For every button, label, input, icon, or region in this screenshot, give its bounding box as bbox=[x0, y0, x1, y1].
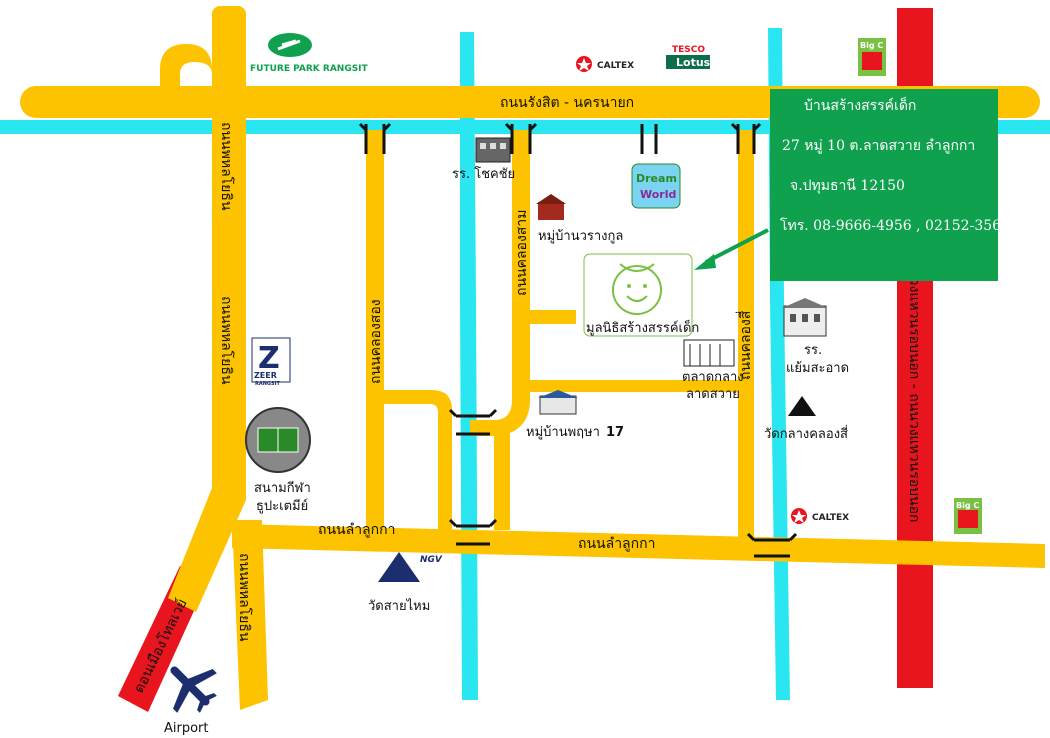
market-label-2: ลาดสวาย bbox=[686, 387, 740, 402]
label-khlong-song: ถนนคลองสอง bbox=[368, 299, 384, 384]
market-label-1: ตลาดกลาง bbox=[682, 370, 744, 385]
smiley-face-icon bbox=[612, 265, 662, 315]
label-phahonyothin-2: ถนนพหลโยธิน bbox=[218, 296, 235, 385]
label-lam-luk-ka-2: ถนนลำลูกกา bbox=[578, 536, 655, 552]
stadium-label-1: สนามกีฬา bbox=[254, 480, 311, 496]
info-province: จ.ปทุมธานี 12150 bbox=[790, 178, 905, 194]
bridges bbox=[358, 122, 798, 558]
bridge-4 bbox=[730, 122, 762, 154]
airplane-icon bbox=[170, 666, 217, 713]
info-address: 27 หมู่ 10 ต.ลาดสวาย ลำลูกกา bbox=[782, 138, 976, 154]
foundation-label: มูลนิธิสร้างสรรค์เด็ก bbox=[586, 318, 699, 336]
school-yamsaard: รร. แย้มสะอาด bbox=[782, 298, 849, 376]
future-park-logo: FUTURE PARK RANGSIT bbox=[250, 33, 369, 74]
label-lam-luk-ka-1: ถนนลำลูกกา bbox=[318, 522, 395, 538]
big-c-top: Big C bbox=[858, 38, 886, 76]
airport-label: Airport bbox=[164, 721, 209, 736]
arrow-head-icon bbox=[694, 254, 716, 270]
label-phahonyothin-3: ถนนพหลโยธิน bbox=[236, 553, 253, 642]
road-lam-luk-ka bbox=[232, 524, 1045, 568]
foundation-box bbox=[583, 253, 693, 337]
dream-world-text-2: World bbox=[640, 188, 676, 201]
road-khlong-si bbox=[738, 130, 754, 550]
road-phahonyothin-lower-right bbox=[232, 520, 268, 710]
bridge-1 bbox=[358, 122, 392, 154]
big-c-top-text: Big C bbox=[860, 41, 883, 50]
wat-klang-khlong-si: วัดกลางคลองสี่ bbox=[764, 396, 848, 442]
tesco-lotus-logo: TESCO Lotus bbox=[666, 45, 711, 69]
label-khlong-sam: ถนนคลองสาม bbox=[514, 210, 530, 296]
bridge-5 bbox=[448, 408, 498, 436]
info-phone: โทร. 08-9666-4956 , 02152-3565 bbox=[780, 218, 1010, 234]
stadium: สนามกีฬา ธูปะเตมีย์ bbox=[245, 407, 311, 514]
school-yamsaard-label-1: รร. bbox=[804, 343, 822, 358]
school-yamsaard-label-2: แย้มสะอาด bbox=[786, 361, 849, 376]
bridge-3 bbox=[640, 124, 658, 154]
wat-sai-mai: วัดสายไหม bbox=[368, 552, 430, 614]
ngv-text: NGV bbox=[420, 555, 443, 565]
road-khlong-song bbox=[366, 130, 384, 530]
zeer-icon bbox=[251, 337, 291, 383]
temple-triangle-icon bbox=[788, 396, 816, 416]
village-warangkul-label: หมู่บ้านวรางกูล bbox=[538, 229, 623, 244]
ngv-logo: NGV bbox=[420, 555, 443, 565]
caltex-bottom: CALTEX bbox=[791, 508, 849, 524]
road-khlong-sam bbox=[470, 130, 530, 436]
road-loop bbox=[160, 44, 212, 100]
big-c-bottom: Big C bbox=[954, 498, 982, 534]
big-c-bottom-text: Big C bbox=[956, 501, 979, 510]
foundation-logo: มูลนิธิสร้างสรรค์เด็ก bbox=[583, 253, 699, 337]
lotus-text: Lotus bbox=[676, 56, 711, 69]
village-pruksa-number: 17 bbox=[606, 425, 624, 440]
label-outer-ring: ถนนวงแหวนรอบนอก - ถนนวงแหวนรอบนอก bbox=[906, 250, 922, 523]
zeer-z-text: Z bbox=[258, 341, 280, 376]
pointer-arrow bbox=[694, 228, 769, 270]
stadium-label-2: ธูปะเตมีย์ bbox=[256, 498, 308, 514]
bridge-6 bbox=[448, 518, 498, 546]
info-name: บ้านสร้างสรรค์เด็ก bbox=[804, 98, 917, 114]
wat-sai-mai-triangle-icon bbox=[378, 552, 420, 582]
house-icon bbox=[538, 202, 564, 220]
road-market-spur bbox=[530, 380, 740, 392]
zeer-text: ZEER bbox=[254, 371, 277, 380]
school-chokchai-label: รร. โชคชัย bbox=[452, 166, 515, 182]
road-khlong-song-connector bbox=[384, 390, 452, 530]
dream-world-logo: Dream World bbox=[631, 163, 681, 209]
road-foundation-spur bbox=[530, 310, 576, 324]
village-pruksa-label: หมู่บ้านพฤษา bbox=[526, 425, 600, 440]
airport: Airport bbox=[164, 666, 217, 736]
future-park-text: FUTURE PARK RANGSIT bbox=[250, 64, 369, 74]
caltex-top-text: CALTEX bbox=[597, 61, 634, 71]
market-building-icon bbox=[683, 339, 735, 367]
caltex-bottom-text: CALTEX bbox=[812, 513, 849, 523]
label-phahonyothin-1: ถนนพหลโยธิน bbox=[218, 122, 235, 211]
wat-sai-mai-label: วัดสายไหม bbox=[368, 598, 430, 614]
tesco-text: TESCO bbox=[672, 45, 705, 55]
zeer-logo: Z ZEER RANGSIT bbox=[251, 337, 291, 387]
dream-world-text-1: Dream bbox=[636, 172, 677, 185]
lotus-box-icon bbox=[666, 55, 710, 69]
village-warangkul: หมู่บ้านวรางกูล bbox=[536, 194, 623, 244]
bridge-2 bbox=[504, 122, 538, 154]
school-building-icon bbox=[475, 137, 511, 163]
zeer-sub-text: RANGSIT bbox=[255, 381, 280, 387]
central-market: ตลาดกลาง ลาดสวาย bbox=[682, 339, 744, 402]
info-box: บ้านสร้างสรรค์เด็ก 27 หมู่ 10 ต.ลาดสวาย … bbox=[770, 89, 1010, 281]
bridge-7 bbox=[746, 532, 798, 558]
school-chokchai: รร. โชคชัย bbox=[452, 137, 515, 182]
road-phahonyothin-upper bbox=[212, 6, 246, 506]
wat-klang-label: วัดกลางคลองสี่ bbox=[764, 425, 848, 442]
village-pruksa: หมู่บ้านพฤษา 17 bbox=[526, 390, 624, 440]
road-khlong-sam-lower bbox=[494, 430, 510, 530]
label-khlong-si: ถนนคลองสี่ bbox=[736, 310, 754, 380]
road-phahonyothin-lower-left bbox=[168, 488, 246, 612]
label-main-road: ถนนรังสิต - นครนายก bbox=[500, 95, 634, 111]
dream-world-icon bbox=[631, 163, 681, 209]
caltex-top: CALTEX bbox=[576, 56, 634, 72]
townhouse-icon bbox=[539, 395, 577, 415]
